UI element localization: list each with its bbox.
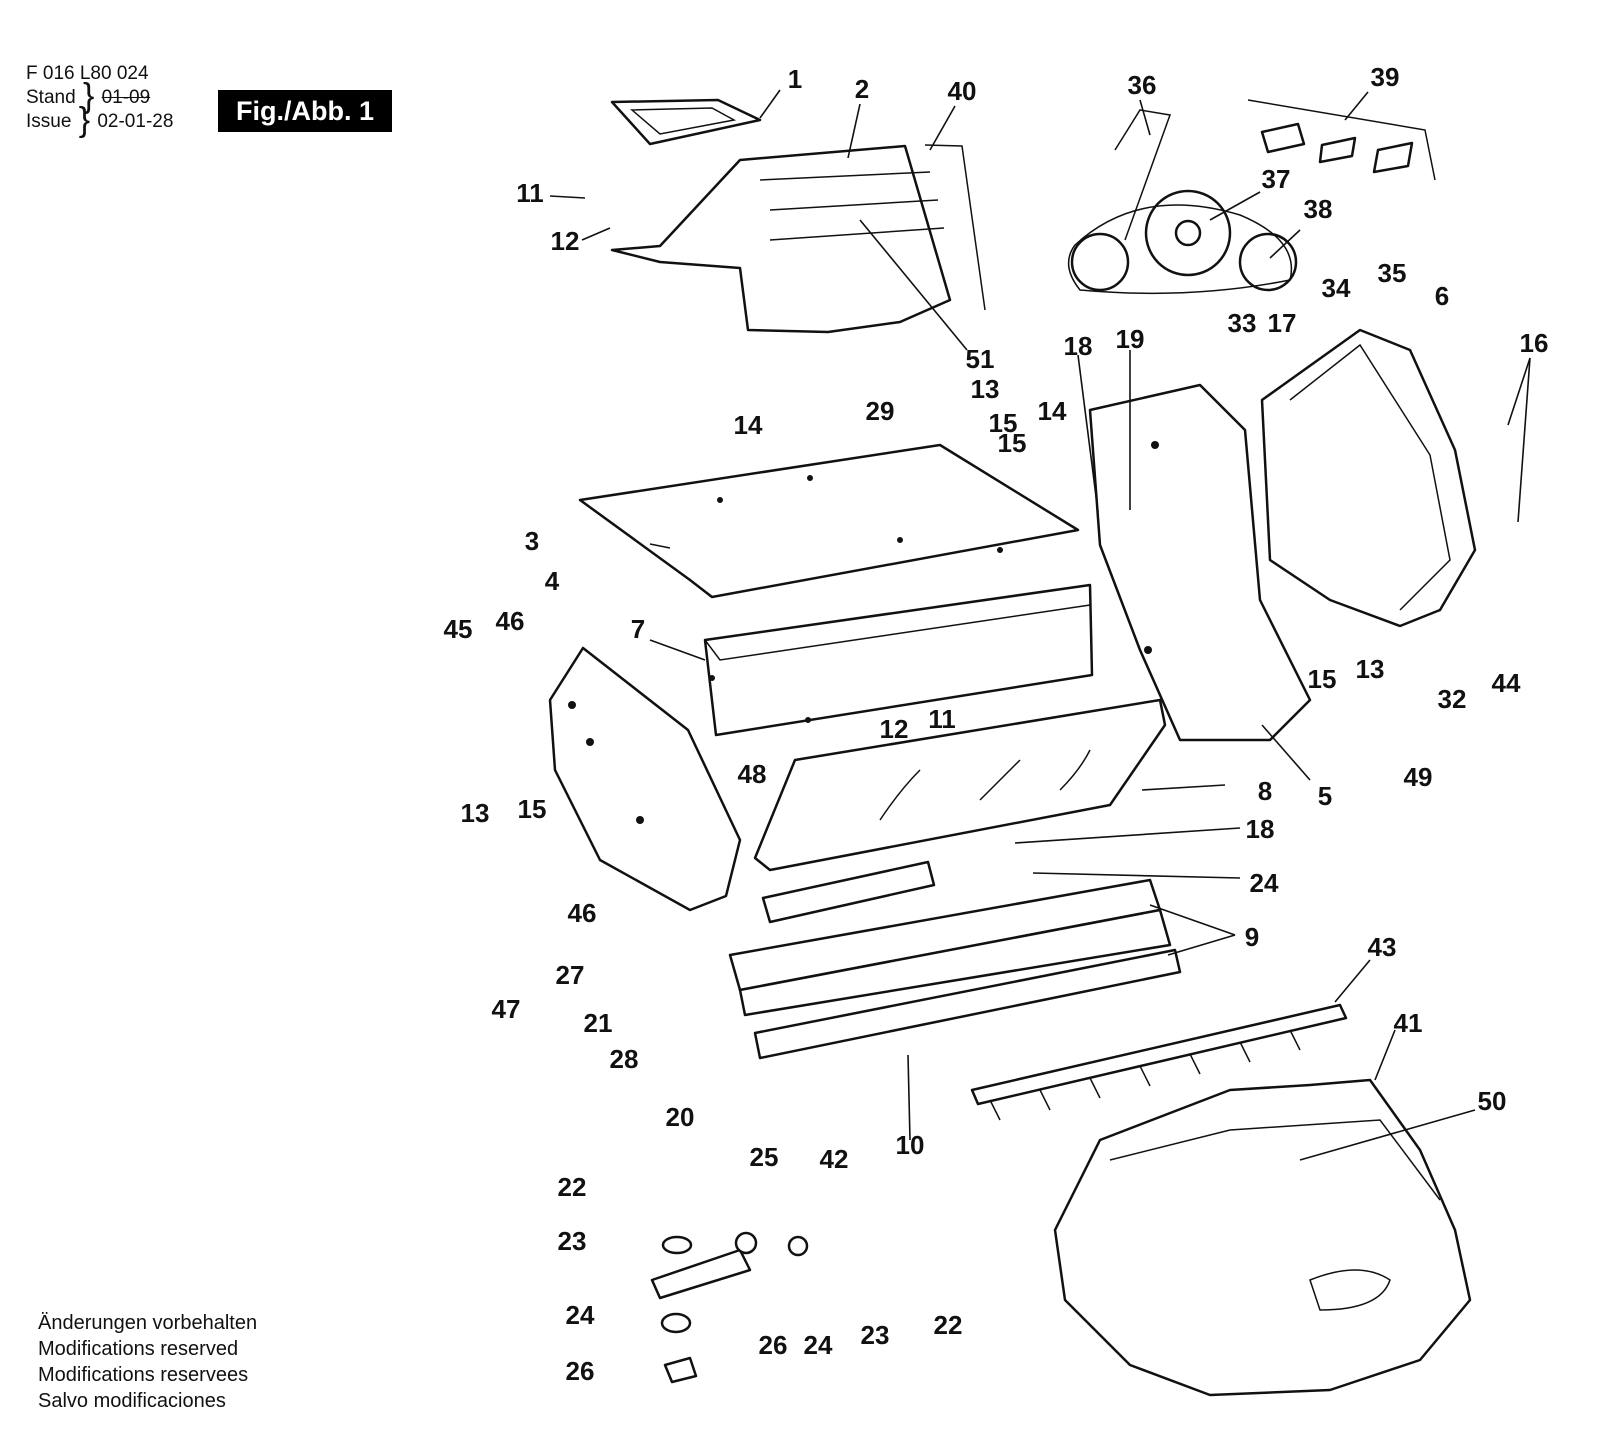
callout-label: 15 (1308, 664, 1337, 694)
callout-label: 29 (866, 396, 895, 426)
callout-label: 22 (558, 1172, 587, 1202)
callout-label: 42 (820, 1144, 849, 1174)
callout-label: 11 (928, 704, 956, 734)
stand-label: Stand (26, 87, 76, 108)
callout-label: 15 (989, 408, 1018, 438)
callout-label: 33 (1228, 308, 1257, 338)
callout-label: 5 (1318, 781, 1332, 811)
callout-label: 12 (880, 714, 909, 744)
callout-label: 14 (1038, 396, 1067, 426)
callout-label: 18 (1064, 331, 1093, 361)
callout-label: 46 (496, 606, 525, 636)
callout-label: 4 (545, 566, 560, 596)
callout-label: 41 (1394, 1008, 1423, 1038)
part-channel (703, 583, 1094, 737)
figure-label: Fig./Abb. 1 (218, 90, 392, 132)
callout-label: 14 (734, 410, 763, 440)
callout-label: 15 (518, 794, 547, 824)
callout-label: 47 (492, 994, 521, 1024)
callout-label: 17 (1268, 308, 1297, 338)
callout-label: 37 (1262, 164, 1291, 194)
callout-label: 18 (1246, 814, 1275, 844)
callout-label: 34 (1322, 273, 1351, 303)
callout-label: 13 (1356, 654, 1385, 684)
callout-label: 46 (568, 898, 597, 928)
callout-label: 20 (666, 1102, 695, 1132)
brace-icon: } (78, 101, 91, 139)
callout-label: 11 (516, 178, 544, 208)
callout-label: 26 (759, 1330, 788, 1360)
callout-label: 36 (1128, 70, 1157, 100)
callout-label: 28 (610, 1044, 639, 1074)
callout-label: 24 (804, 1330, 833, 1360)
callout-label: 21 (584, 1008, 613, 1038)
part-angle-bar (728, 878, 1172, 1017)
part-bracket-48 (761, 860, 936, 924)
callout-label: 13 (461, 798, 490, 828)
callout-label: 45 (444, 614, 473, 644)
callout-labels: 1 2 40 36 39 37 38 11 12 51 18 19 33 17 … (444, 62, 1549, 1386)
part-chain-drive (1067, 109, 1298, 295)
callout-label: 35 (1378, 258, 1407, 288)
callout-label: 3 (525, 526, 539, 556)
callout-label: 43 (1368, 932, 1397, 962)
part-side-plate-left (548, 646, 742, 912)
part-strip (924, 144, 986, 311)
leader-lines (549, 89, 1531, 1161)
callout-label: 25 (750, 1142, 779, 1172)
note-fr: Modifications reservees (38, 1364, 249, 1386)
part-guard (753, 698, 1167, 872)
callout-label: 49 (1404, 762, 1433, 792)
callout-label: 50 (1478, 1086, 1507, 1116)
part-small-hardware (650, 1231, 809, 1384)
callout-label: 19 (1116, 324, 1145, 354)
callout-label: 40 (948, 76, 977, 106)
callout-label: 23 (861, 1320, 890, 1350)
part-comb (970, 1003, 1348, 1121)
issue-value: 02-01-28 (97, 111, 174, 132)
callout-label: 23 (558, 1226, 587, 1256)
callout-label: 51 (966, 344, 995, 374)
part-blade (753, 948, 1182, 1060)
callout-label: 8 (1258, 776, 1272, 806)
part-handle-grip (610, 98, 762, 146)
callout-label: 24 (566, 1300, 595, 1330)
callout-label: 13 (971, 374, 1000, 404)
callout-label: 27 (556, 960, 585, 990)
callout-label: 26 (566, 1356, 595, 1386)
part-grass-box (1053, 1078, 1472, 1397)
callout-label: 22 (934, 1310, 963, 1340)
callout-label: 39 (1371, 62, 1400, 92)
callout-label: 7 (631, 614, 645, 644)
note-de: Änderungen vorbehalten (38, 1312, 258, 1334)
callout-label: 48 (738, 759, 767, 789)
callout-label: 2 (855, 74, 869, 104)
part-chain-links (1247, 99, 1436, 181)
callout-label: 12 (551, 226, 580, 256)
callout-label: 32 (1438, 684, 1467, 714)
modification-notes: Änderungen vorbehalten Modifications res… (38, 1310, 257, 1414)
callout-label: 24 (1250, 868, 1279, 898)
callout-label: 9 (1245, 922, 1259, 952)
stand-value: 01-09 (101, 87, 151, 108)
document-header: F 016 L80 024 Stand } 01-09 Issue } 02-0… (26, 62, 174, 137)
part-side-cover-right (1260, 328, 1477, 628)
part-top-plate (578, 443, 1080, 599)
callout-label: 44 (1492, 668, 1521, 698)
note-en: Modifications reserved (38, 1338, 239, 1360)
issue-label: Issue (26, 111, 72, 132)
callout-label: 10 (896, 1130, 925, 1160)
callout-label: 15 (998, 428, 1027, 458)
callout-label: 16 (1520, 328, 1549, 358)
callout-label: 6 (1435, 281, 1449, 311)
part-side-plate-right (1088, 383, 1312, 742)
note-es: Salvo modificaciones (38, 1390, 226, 1412)
brace-icon: } (82, 77, 95, 115)
part-top-cover (610, 144, 952, 334)
part-number: F 016 L80 024 (26, 63, 149, 84)
callout-label: 1 (788, 64, 802, 94)
callout-label: 38 (1304, 194, 1333, 224)
